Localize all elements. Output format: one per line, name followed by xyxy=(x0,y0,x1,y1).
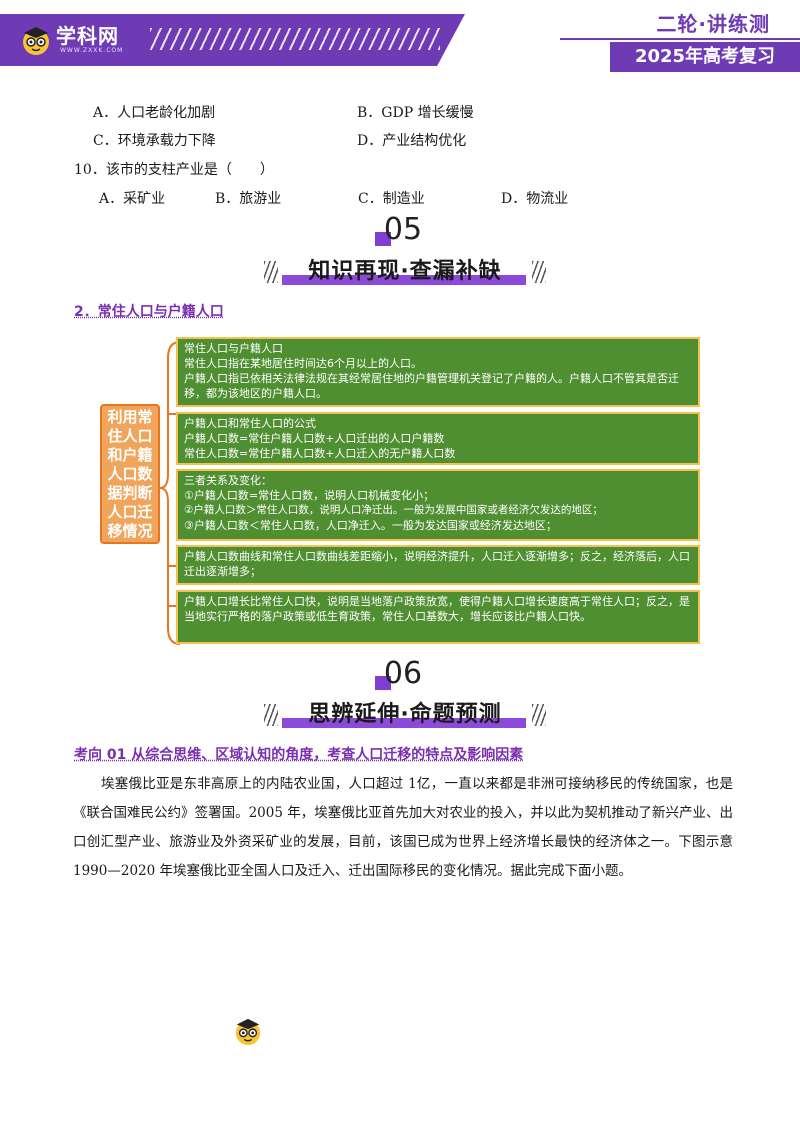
concept-map-root-text: 利用常住人口和户籍人口数据判断人口迁移情况 xyxy=(107,408,153,540)
concept-box-2-line-3: 常住人口数=常住户籍人口数+人口迁入的无户籍人口数 xyxy=(184,447,456,460)
concept-box-4-line-1: 户籍人口数曲线和常住人口数曲线差距缩小，说明经济提升，人口迁入逐渐增多；反之，经… xyxy=(184,550,690,578)
concept-box-growth: 户籍人口增长比常住人口快，说明是当地落户政策放宽，使得户籍人口增长速度高于常住人… xyxy=(176,590,700,644)
reading-passage: 埃塞俄比亚是东非高原上的内陆农业国，人口超过 1亿，一直以来都是非洲可接纳移民的… xyxy=(73,776,733,879)
series-title: 二轮·讲练测 xyxy=(656,12,770,36)
site-logo-text: 学科网 xyxy=(56,24,119,48)
concept-box-relations: 三者关系及变化： ①户籍人口数=常住人口数，说明人口机械变化小； ②户籍人口数＞… xyxy=(176,469,700,541)
section-number-mark xyxy=(375,676,391,690)
banner-slash-right xyxy=(532,261,546,283)
q9-option-b: B．GDP 增长缓慢 xyxy=(357,105,474,121)
q9-option-c: C．环境承载力下降 xyxy=(93,133,216,149)
banner-slash-left xyxy=(264,261,278,283)
section-06-title: 思辨延伸·命题预测 xyxy=(308,702,502,727)
section-05-banner: 知识再现·查漏补缺 xyxy=(260,253,550,293)
section-06-number: 06 xyxy=(383,656,423,691)
section-05-title: 知识再现·查漏补缺 xyxy=(308,259,502,284)
q9-option-a: A．人口老龄化加剧 xyxy=(93,105,216,121)
q10-option-c: C．制造业 xyxy=(358,191,425,207)
concept-box-3-line-1: 三者关系及变化： xyxy=(184,474,272,487)
header-divider xyxy=(560,38,800,40)
site-url: WWW.ZXXK.COM xyxy=(60,47,124,54)
q10-option-b: B．旅游业 xyxy=(215,191,282,207)
banner-slash-right xyxy=(532,704,546,726)
concept-box-1-line-3: 户籍人口指已依相关法律法规在其经常居住地的户籍管理机关登记了户籍的人。户籍人口不… xyxy=(184,372,679,400)
section-05-number: 05 xyxy=(383,212,423,247)
concept-box-1-line-2: 常住人口指在某地居住时间达6个月以上的人口。 xyxy=(184,357,422,370)
banner-highlight xyxy=(282,718,526,728)
concept-box-2-line-1: 户籍人口和常住人口的公式 xyxy=(184,417,316,430)
q9-option-d: D．产业结构优化 xyxy=(357,133,467,149)
concept-box-5-line-1: 户籍人口增长比常住人口快，说明是当地落户政策放宽，使得户籍人口增长速度高于常住人… xyxy=(184,595,690,623)
knowledge-subheading: 2．常住人口与户籍人口 xyxy=(74,304,224,320)
q10-stem: 10．该市的支柱产业是（ ） xyxy=(74,162,274,178)
q10-option-d: D．物流业 xyxy=(501,191,569,207)
exam-direction-heading: 考向 01 从综合思维、区域认知的角度，考查人口迁移的特点及影响因素 xyxy=(74,747,524,763)
concept-box-2-line-2: 户籍人口数=常住户籍人口数+人口迁出的人口户籍数 xyxy=(184,432,445,445)
concept-box-1-line-1: 常住人口与户籍人口 xyxy=(184,342,283,355)
concept-box-3-line-4: ③户籍人口数＜常住人口数，人口净迁入。一般为发达国家或经济发达地区； xyxy=(184,519,557,532)
decorative-slashes xyxy=(150,28,440,50)
concept-box-formulas: 户籍人口和常住人口的公式 户籍人口数=常住户籍人口数+人口迁出的人口户籍数 常住… xyxy=(176,412,700,465)
q10-option-a: A．采矿业 xyxy=(99,191,166,207)
section-number-mark xyxy=(375,232,391,246)
year-label: 2025年高考复习 xyxy=(610,42,800,72)
concept-box-definitions: 常住人口与户籍人口 常住人口指在某地居住时间达6个月以上的人口。 户籍人口指已依… xyxy=(176,337,700,407)
page-header: 学科网 WWW.ZXXK.COM 二轮·讲练测 2025年高考复习 xyxy=(0,0,800,74)
concept-box-curves: 户籍人口数曲线和常住人口数曲线差距缩小，说明经济提升，人口迁入逐渐增多；反之，经… xyxy=(176,545,700,585)
mascot-logo-icon xyxy=(23,27,49,55)
section-06-banner: 思辨延伸·命题预测 xyxy=(260,696,550,736)
concept-map-root: 利用常住人口和户籍人口数据判断人口迁移情况 xyxy=(100,404,160,544)
banner-highlight xyxy=(282,275,526,285)
mascot-footer-icon xyxy=(235,1018,261,1046)
concept-box-3-line-3: ②户籍人口数＞常住人口数，说明人口净迁出。一般为发展中国家或者经济欠发达的地区； xyxy=(184,504,603,516)
banner-slash-left xyxy=(264,704,278,726)
concept-box-3-line-2: ①户籍人口数=常住人口数，说明人口机械变化小； xyxy=(184,489,435,502)
